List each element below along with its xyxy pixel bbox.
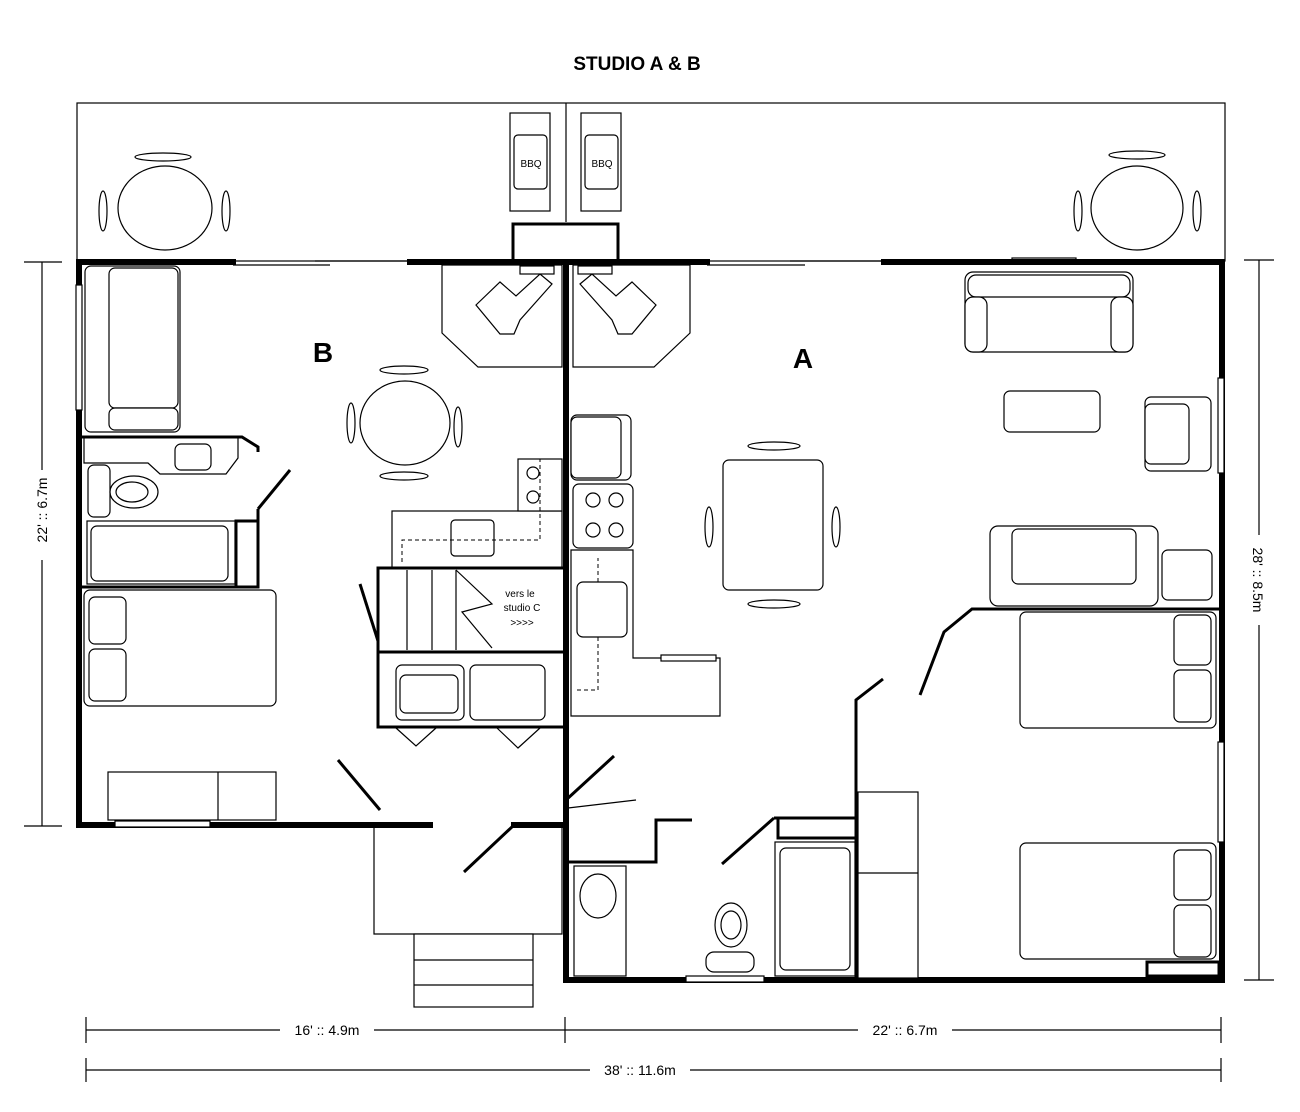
dimension-left: 22' :: 6.7m [24,261,62,827]
dimension-left-label: 22' :: 6.7m [34,478,50,543]
stairs-label-1: vers le [505,589,535,600]
fireplaces [441,264,691,368]
dimension-bottom-partial: 16' :: 4.9m 22' :: 6.7m [85,1017,1222,1043]
plan-title: STUDIO A & B [573,54,700,75]
studio-a: A [564,257,1221,980]
bbq-right: BBQ [580,112,622,212]
studio-b: B [82,265,568,874]
bbq-left: BBQ [509,112,551,212]
svg-text:BBQ: BBQ [520,159,541,170]
room-label-b: B [313,337,333,368]
dimension-bottom-left-label: 16' :: 4.9m [295,1022,360,1038]
dimension-right-label: 28' :: 8.5m [1250,548,1266,613]
dimension-bottom-total-label: 38' :: 11.6m [604,1062,676,1078]
stairs-label-2: studio C [504,603,541,614]
svg-text:BBQ: BBQ [591,159,612,170]
patio: BBQ BBQ [76,102,1226,263]
stairs-arrows: >>>> [510,618,534,629]
room-label-a: A [793,343,813,374]
entry-porch [373,825,563,1008]
dimension-bottom-right-label: 22' :: 6.7m [873,1022,938,1038]
dimension-bottom-total: 38' :: 11.6m [85,1058,1222,1082]
dimension-right: 28' :: 8.5m [1244,259,1274,981]
